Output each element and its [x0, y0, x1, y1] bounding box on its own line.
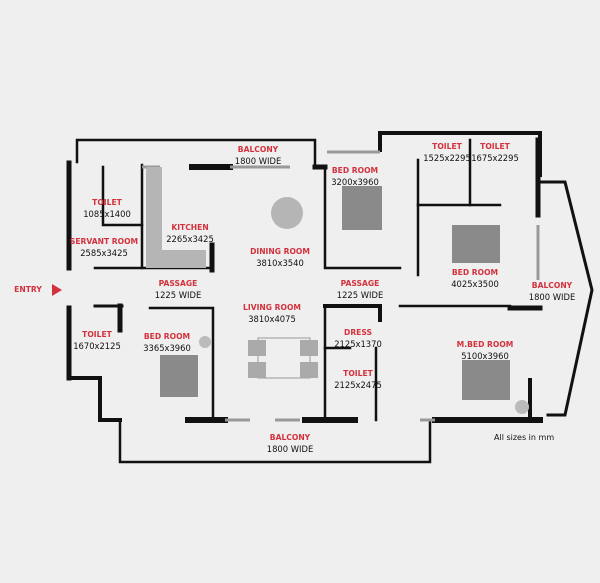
- furniture: [146, 167, 529, 414]
- walls: [66, 131, 594, 464]
- entry-arrow-icon: [52, 284, 62, 296]
- units-note: All sizes in mm: [494, 433, 555, 442]
- entry-label: ENTRY: [14, 285, 42, 294]
